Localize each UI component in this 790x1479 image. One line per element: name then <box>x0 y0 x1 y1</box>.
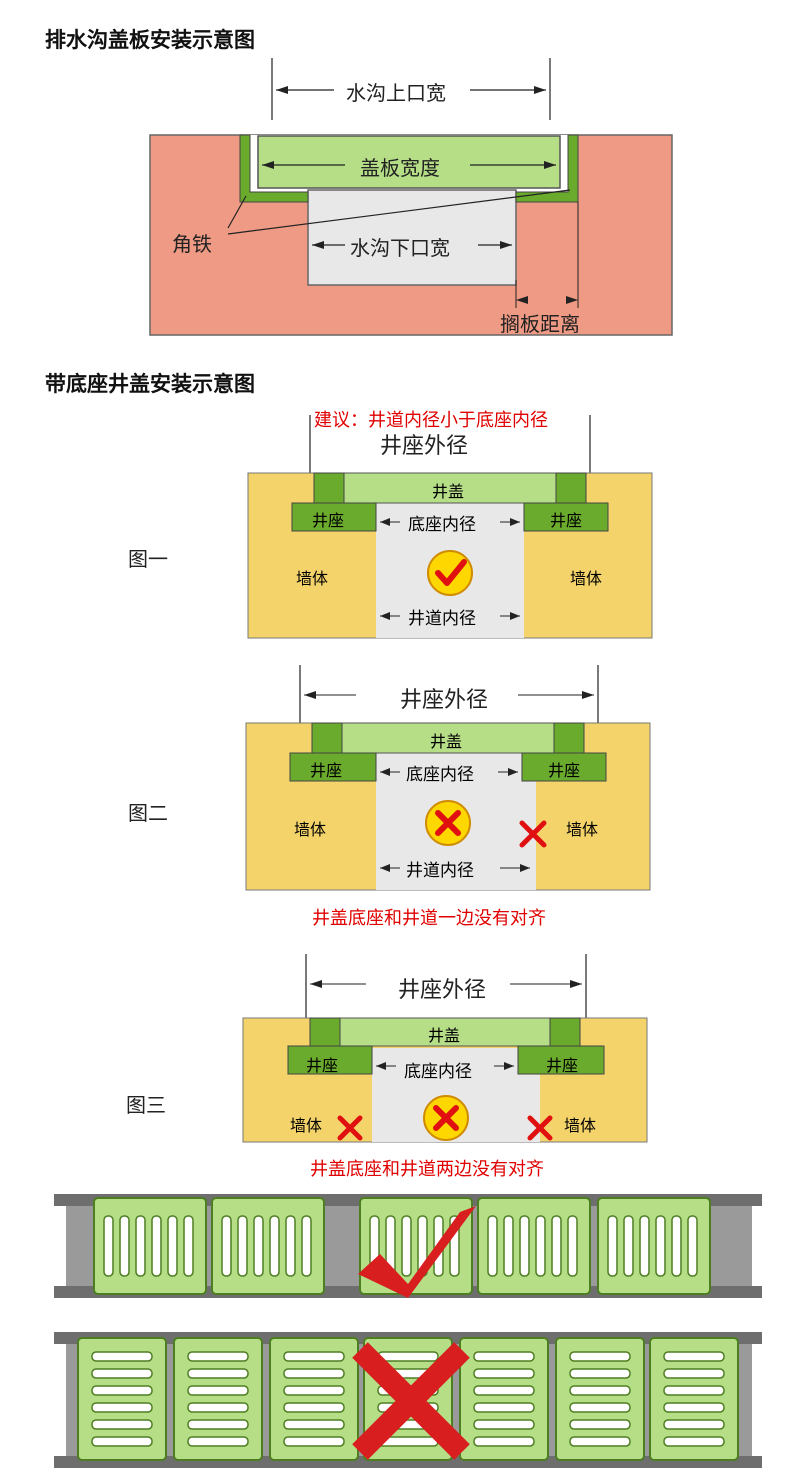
cross-mark-left-icon <box>337 1115 363 1141</box>
fig1-name: 图一 <box>128 547 168 571</box>
drainage-diagram <box>149 58 673 336</box>
fig1-wall-left: 墙体 <box>296 569 329 588</box>
fig1-outer-label: 井座外径 <box>380 434 469 459</box>
top-width-label: 水沟上口宽 <box>346 81 446 105</box>
check-icon <box>427 550 473 596</box>
angle-iron-label: 角铁 <box>172 232 212 256</box>
fig3-name: 图三 <box>126 1093 166 1117</box>
angle-iron-left <box>239 134 309 203</box>
fig3-wall-right: 墙体 <box>564 1116 597 1135</box>
fig1-seat-left: 井座 <box>312 511 345 530</box>
grates-diagram <box>54 1194 762 1468</box>
fig1-shaft-inner: 井道内径 <box>408 609 476 629</box>
fig2-wall-right: 墙体 <box>566 820 599 839</box>
fig2-cover-label: 井盖 <box>430 732 463 751</box>
cross-mark-right-icon <box>527 1115 553 1141</box>
big-cross-icon <box>352 1342 470 1460</box>
section2-title: 带底座井盖安装示意图 <box>45 372 255 396</box>
figure-2-diagram <box>245 665 651 891</box>
section1-title: 排水沟盖板安装示意图 <box>45 28 255 52</box>
channel-lower <box>307 189 517 286</box>
rest-distance-label: 搁板距离 <box>500 312 580 336</box>
fig3-base-inner: 底座内径 <box>404 1062 472 1082</box>
fig2-wall-left: 墙体 <box>294 820 327 839</box>
fig3-wall-left: 墙体 <box>290 1116 323 1135</box>
fig2-name: 图二 <box>128 801 168 825</box>
fig2-seat-left: 井座 <box>310 761 343 780</box>
fig3-seat-left: 井座 <box>306 1056 339 1075</box>
fig3-seat-right: 井座 <box>546 1056 579 1075</box>
bottom-width-label: 水沟下口宽 <box>350 236 450 260</box>
fig2-seat-right: 井座 <box>548 761 581 780</box>
fig2-base-inner: 底座内径 <box>406 765 474 785</box>
fig2-outer-label: 井座外径 <box>400 688 489 713</box>
cover-plate <box>257 135 561 189</box>
cross-mark-icon <box>519 820 547 848</box>
fig3-outer-label: 井座外径 <box>398 978 487 1003</box>
fig1-base-inner: 底座内径 <box>408 515 476 535</box>
angle-iron-right <box>515 134 579 203</box>
fig2-note: 井盖底座和井道一边没有对齐 <box>312 908 546 929</box>
check-mark-icon <box>358 1206 476 1298</box>
advice-text: 建议：井道内径小于底座内径 <box>314 410 548 431</box>
cover-width-label: 盖板宽度 <box>360 156 440 180</box>
fig3-cover-label: 井盖 <box>428 1026 461 1045</box>
fig1-wall-right: 墙体 <box>570 569 603 588</box>
fig3-note: 井盖底座和井道两边没有对齐 <box>310 1159 544 1180</box>
fig2-shaft-inner: 井道内径 <box>406 861 474 881</box>
figure-3-diagram <box>242 954 648 1143</box>
fig1-seat-right: 井座 <box>550 511 583 530</box>
figure-1-diagram <box>247 415 653 639</box>
fig1-cover-label: 井盖 <box>432 482 465 501</box>
